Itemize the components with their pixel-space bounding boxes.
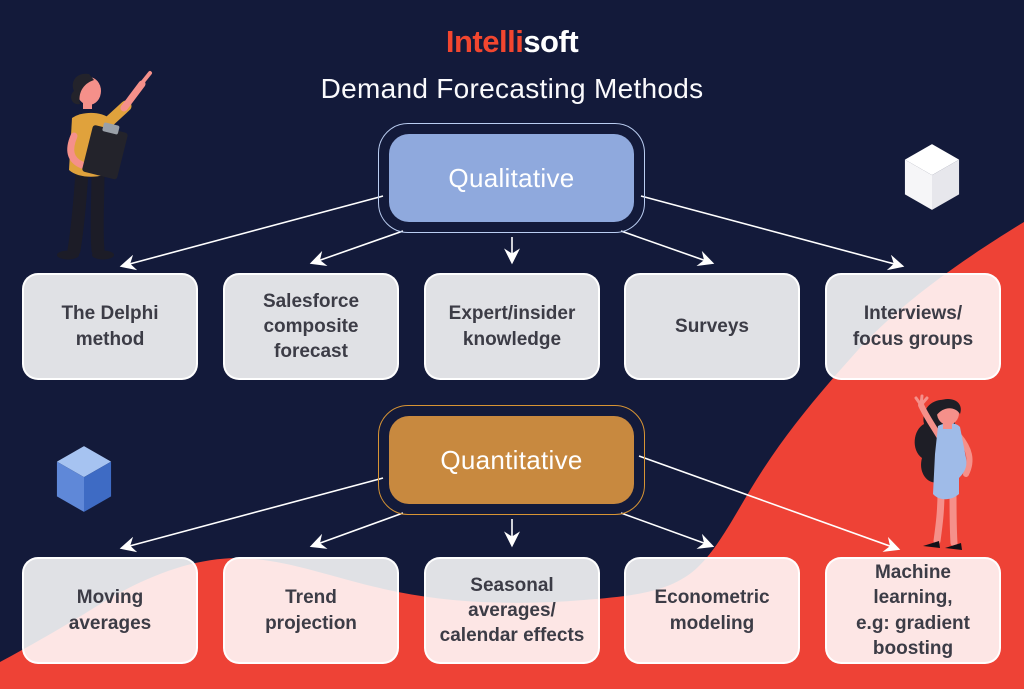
- method-box-label: Interviews/ focus groups: [852, 303, 974, 350]
- method-box-interviews: Interviews/ focus groups: [825, 273, 1001, 380]
- dress: [933, 423, 967, 500]
- method-box-label: The Delphi method: [61, 303, 159, 350]
- shoe: [945, 543, 962, 550]
- method-box-label: Expert/insider knowledge: [448, 303, 576, 350]
- method-box-label: Seasonal averages/ calendar effects: [439, 574, 585, 647]
- method-box-label: Surveys: [675, 315, 749, 337]
- method-box-label: Salesforce composite forecast: [262, 290, 360, 363]
- brand-logo: Intellisoft: [0, 26, 1024, 57]
- shoe: [92, 250, 114, 260]
- quantitative-node: Quantitative: [378, 405, 645, 515]
- method-box-label: Trend projection: [265, 587, 357, 634]
- method-box-salesforce-composite: Salesforce composite forecast: [223, 273, 399, 380]
- method-box-econometric-modeling: Econometric modeling: [624, 557, 800, 664]
- method-box-label: Econometric modeling: [654, 587, 770, 634]
- method-box-moving-averages: Moving averages: [22, 557, 198, 664]
- method-box-expert-knowledge: Expert/insider knowledge: [424, 273, 600, 380]
- shoe: [57, 250, 79, 260]
- woman-waving-illustration: [914, 394, 973, 550]
- method-box-label: Moving averages: [68, 587, 152, 634]
- header: Intellisoft Demand Forecasting Methods: [0, 0, 1024, 105]
- quantitative-node-label: Quantitative: [389, 416, 634, 504]
- hair: [914, 399, 955, 483]
- clipboard: [82, 122, 128, 180]
- method-box-label: Machine learning, e.g: gradient boosting: [855, 562, 970, 659]
- hair-front: [934, 399, 961, 416]
- white-cube-icon: [904, 144, 960, 210]
- page-title: Demand Forecasting Methods: [320, 73, 704, 104]
- logo-text-primary: Intelli: [445, 24, 524, 59]
- blue-cube-icon: [56, 446, 112, 512]
- qualitative-node: Qualitative: [378, 123, 645, 233]
- method-box-seasonal-averages: Seasonal averages/ calendar effects: [424, 557, 600, 664]
- method-box-surveys: Surveys: [624, 273, 800, 380]
- method-box-delphi: The Delphi method: [22, 273, 198, 380]
- method-box-trend-projection: Trend projection: [223, 557, 399, 664]
- logo-text-secondary: soft: [523, 24, 579, 59]
- shoe: [923, 541, 940, 548]
- method-box-machine-learning: Machine learning, e.g: gradient boosting: [825, 557, 1001, 664]
- qualitative-node-label: Qualitative: [389, 134, 634, 222]
